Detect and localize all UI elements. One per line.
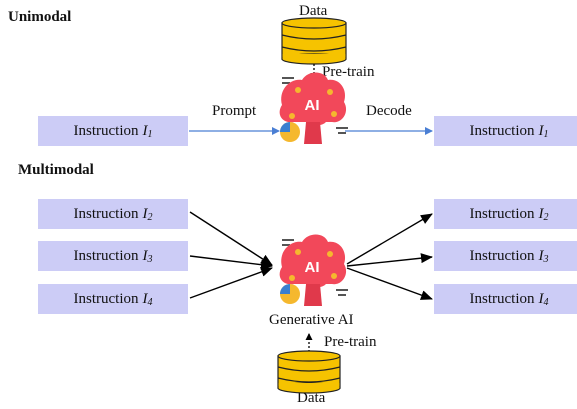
top-pretrain-label: Pre-train (322, 64, 375, 80)
generative-ai-brain-icon: AI (279, 234, 348, 306)
unimodal-title: Unimodal (8, 9, 72, 25)
instruction-sub: 1 (543, 128, 549, 140)
generative-ai-label: Generative AI (269, 312, 354, 328)
bottom-database-icon (277, 350, 341, 394)
bottom-pretrain-label: Pre-train (324, 334, 377, 350)
instruction-var: I (142, 205, 148, 222)
instruction-var: I (538, 122, 544, 139)
input-arrow-2 (189, 211, 273, 266)
top-ai-text: AI (305, 97, 320, 114)
instruction-word: Instruction (469, 247, 535, 264)
instruction-var: I (538, 247, 544, 264)
bottom-data-label: Data (297, 390, 326, 406)
instruction-sub: 4 (543, 296, 549, 308)
instruction-sub: 2 (147, 211, 153, 223)
multimodal-title: Multimodal (18, 162, 94, 178)
instruction-word: Instruction (469, 122, 535, 139)
top-ai-brain-icon: AI (279, 72, 348, 144)
instruction-word: Instruction (73, 290, 139, 307)
instruction-sub: 4 (147, 296, 153, 308)
instruction-word: Instruction (73, 247, 139, 264)
decode-label: Decode (366, 103, 412, 119)
generative-ai-text: AI (305, 259, 320, 276)
instruction-var: I (142, 122, 148, 139)
instruction-var: I (142, 290, 148, 307)
instruction-sub: 2 (543, 211, 549, 223)
top-data-label: Data (299, 3, 328, 19)
instruction-sub: 3 (147, 253, 153, 265)
instruction-var: I (142, 247, 148, 264)
output-arrow-3 (346, 253, 433, 267)
instruction-sub: 1 (147, 128, 153, 140)
output-arrow-4 (346, 267, 433, 300)
instruction-word: Instruction (469, 290, 535, 307)
prompt-label: Prompt (212, 103, 257, 119)
output-arrow-2 (346, 213, 433, 265)
instruction-word: Instruction (469, 205, 535, 222)
top-database-icon (281, 17, 347, 65)
instruction-word: Instruction (73, 122, 139, 139)
instruction-sub: 3 (543, 253, 549, 265)
instruction-var: I (538, 205, 544, 222)
instruction-var: I (538, 290, 544, 307)
instruction-word: Instruction (73, 205, 139, 222)
input-arrow-4 (189, 267, 273, 299)
input-arrow-3 (189, 255, 273, 270)
